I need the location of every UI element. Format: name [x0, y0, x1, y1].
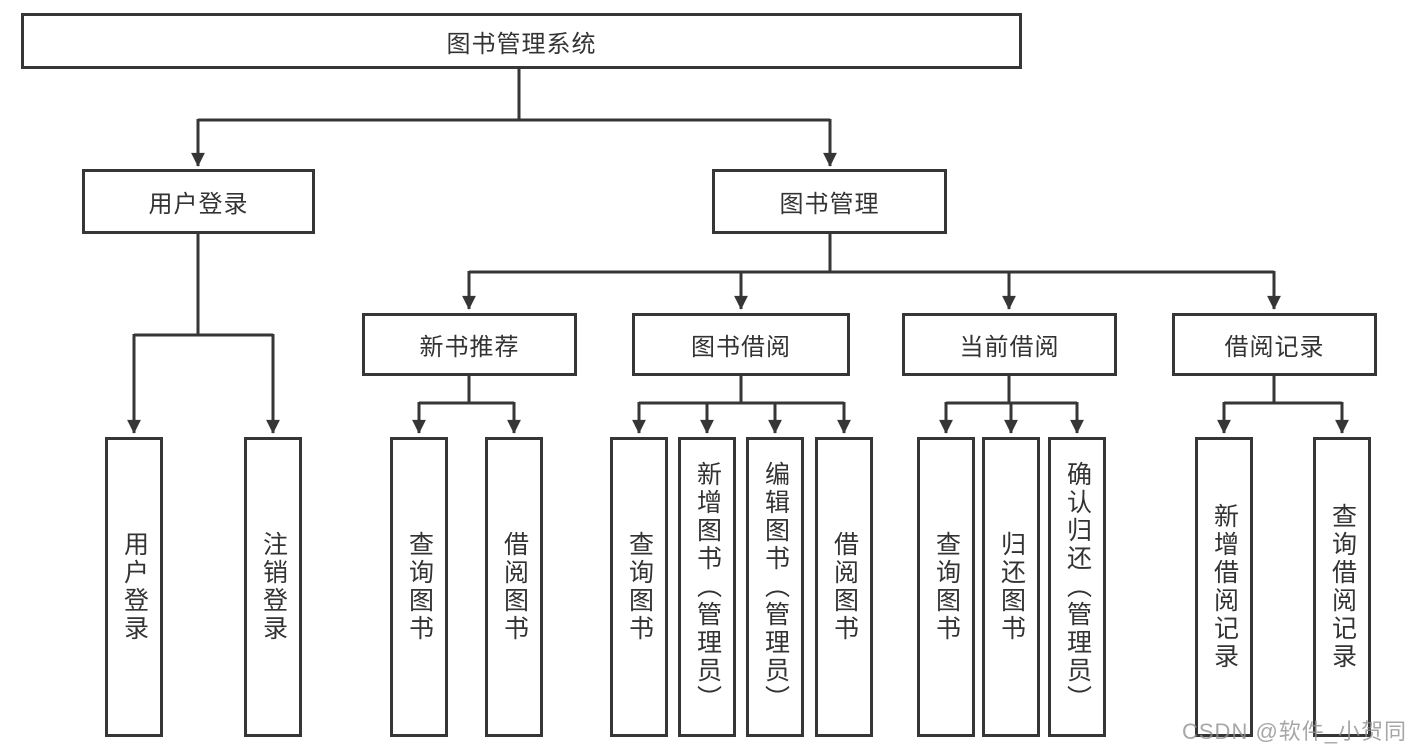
- leaf-user-login: 用户登录: [105, 437, 163, 737]
- node-label: 查询图书: [625, 531, 654, 643]
- connector-book-mgmt-branch: [469, 234, 1274, 274]
- node-label: 新增图书（管理员）: [693, 461, 722, 713]
- node-label: 借阅记录: [1224, 334, 1325, 361]
- node-label: 用户登录: [120, 531, 149, 643]
- node-book-borrow: 图书借阅: [632, 313, 850, 376]
- connector-current-borrow-branch: [946, 376, 1077, 405]
- connector-borrow-records-branch: [1224, 376, 1342, 405]
- leaf-borrow-book-2: 借阅图书: [815, 437, 873, 737]
- node-label: 图书管理系统: [446, 30, 597, 58]
- node-borrow-records: 借阅记录: [1172, 313, 1377, 376]
- connector-root-branch: [198, 69, 830, 122]
- node-current-borrow: 当前借阅: [902, 313, 1117, 376]
- csdn-watermark: CSDN @软件_小贺同学: [1182, 719, 1405, 744]
- connector-user-login-branch: [134, 234, 273, 337]
- node-label: 注销登录: [259, 531, 288, 643]
- leaf-confirm-return-admin: 确认归还（管理员）: [1048, 437, 1106, 737]
- node-label: 编辑图书（管理员）: [761, 461, 790, 713]
- node-label: 图书借阅: [691, 334, 791, 361]
- node-label: 当前借阅: [959, 334, 1060, 361]
- leaf-borrow-book-1: 借阅图书: [485, 437, 543, 737]
- leaf-add-borrow-record: 新增借阅记录: [1195, 437, 1253, 737]
- node-label: 图书管理: [779, 191, 880, 218]
- node-book-management: 图书管理: [712, 169, 947, 234]
- node-label: 借阅图书: [500, 531, 529, 643]
- leaf-query-book-1: 查询图书: [390, 437, 448, 737]
- leaf-query-book-2: 查询图书: [610, 437, 668, 737]
- node-label: 查询图书: [405, 531, 434, 643]
- leaf-edit-book-admin: 编辑图书（管理员）: [746, 437, 804, 737]
- node-label: 用户登录: [148, 191, 249, 218]
- node-user-login: 用户登录: [82, 169, 315, 234]
- connector-new-book-rec-branch: [419, 376, 514, 405]
- node-label: 确认归还（管理员）: [1063, 461, 1092, 713]
- node-label: 新增借阅记录: [1210, 503, 1239, 671]
- node-label: 归还图书: [997, 531, 1026, 643]
- leaf-return-book: 归还图书: [982, 437, 1040, 737]
- leaf-logout: 注销登录: [244, 437, 302, 737]
- leaf-query-borrow-record: 查询借阅记录: [1313, 437, 1371, 737]
- node-new-book-recommend: 新书推荐: [362, 313, 577, 376]
- node-label: 查询图书: [932, 531, 961, 643]
- leaf-query-book-3: 查询图书: [917, 437, 975, 737]
- node-root-library-system: 图书管理系统: [21, 13, 1022, 69]
- node-label: 新书推荐: [419, 334, 520, 361]
- node-label: 查询借阅记录: [1328, 503, 1357, 671]
- node-label: 借阅图书: [830, 531, 859, 643]
- connector-book-borrow-branch: [639, 376, 844, 405]
- leaf-add-book-admin: 新增图书（管理员）: [678, 437, 736, 737]
